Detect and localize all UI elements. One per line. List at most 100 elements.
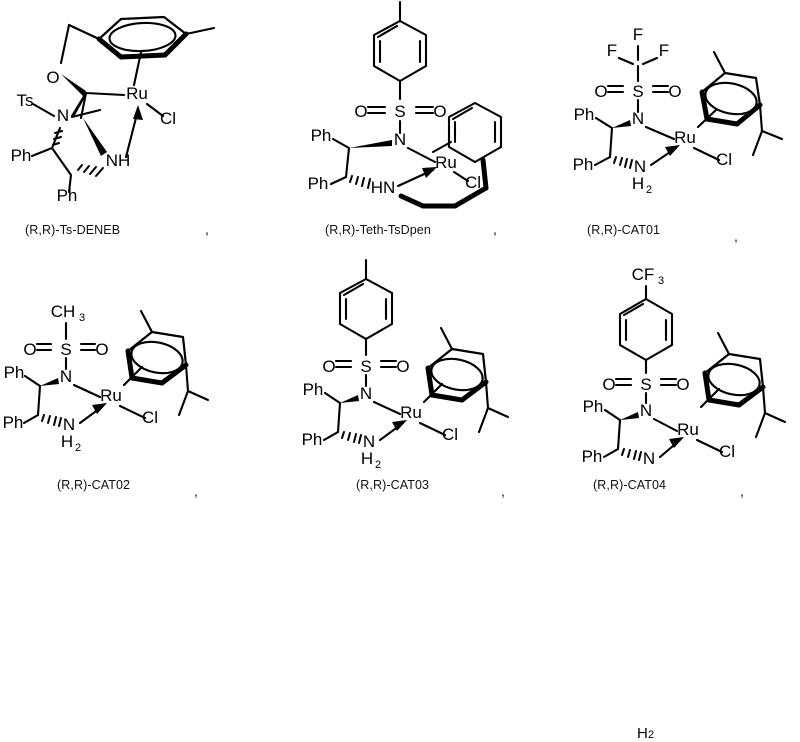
atom-label-oxygen-right: O (433, 102, 446, 121)
atom-label-chlorine: Cl (465, 173, 481, 192)
atom-label-amine-h-cat04: H (637, 725, 648, 742)
comma-separator-6: , (740, 483, 744, 499)
comma-separator-4: , (194, 483, 198, 499)
teth-tsdpen-drawing: O S O N Ph Ph HN Ru Cl (308, 0, 503, 209)
atom-label-fluorine-left: F (607, 41, 617, 60)
comma-separator-1: , (205, 221, 209, 237)
atom-label-ruthenium: Ru (677, 420, 699, 439)
atom-label-nitrogen: N (394, 130, 406, 149)
structure-cat01: F F F (550, 0, 800, 244)
atom-label-chlorine: Cl (442, 425, 458, 444)
atom-label-phenyl-2: Ph (3, 413, 24, 432)
structure-cat04: CF 3 (550, 255, 800, 742)
atom-label-amine-subscript-cat04: 2 (648, 729, 655, 741)
atom-label-sulfur: S (60, 340, 71, 359)
atom-label-oxygen-left: O (354, 102, 367, 121)
atom-label-amine-subscript: 2 (375, 459, 381, 470)
atom-label-chlorine: Cl (716, 150, 732, 169)
atom-label-amine-subscript: 2 (75, 442, 81, 454)
comma-separator-2: , (493, 221, 497, 237)
caption-teth-tsdpen: (R,R)-Teth-TsDpen (325, 223, 431, 237)
atom-label-nitrogen-sulfonamide: N (60, 367, 72, 386)
atom-label-nitrogen-amine: N (63, 415, 75, 434)
atom-label-phenyl-2: Ph (582, 447, 603, 466)
atom-label-ruthenium: Ru (126, 84, 148, 103)
atom-label-oxygen-right: O (396, 357, 409, 376)
atom-label-oxygen-left: O (602, 375, 615, 394)
atom-label-phenyl-2: Ph (573, 155, 594, 174)
atom-label-phenyl-1: Ph (4, 363, 25, 382)
atom-label-fluorine-top: F (633, 25, 643, 44)
tether-chain (398, 157, 489, 209)
atom-label-ruthenium: Ru (400, 403, 422, 422)
ts-deneb-drawing: O Ru Cl Ts N NH Ph Ph (11, 15, 216, 205)
atom-label-oxygen-right: O (676, 375, 689, 394)
atom-label-trifluoromethyl: CF (632, 265, 655, 284)
atom-label-amine-h: H (632, 174, 644, 193)
atom-label-fluorine-right: F (659, 41, 669, 60)
atom-label-nitrogen-amine: N (363, 432, 375, 451)
atom-label-ruthenium: Ru (435, 153, 457, 172)
atom-label-chlorine: Cl (160, 109, 176, 128)
structure-teth-tsdpen: O S O N Ph Ph HN Ru Cl (270, 0, 550, 237)
atom-label-amine-h: H (61, 432, 73, 451)
atom-label-oxygen-left: O (594, 82, 607, 101)
atom-label-phenyl-2: Ph (302, 430, 323, 449)
atom-label-phenyl-1: Ph (574, 105, 595, 124)
atom-label-nitrogen-sulfonamide: N (360, 384, 372, 403)
atom-label-oxygen: O (46, 68, 59, 87)
atom-label-phenyl-1: Ph (11, 146, 32, 165)
atom-label-phenyl-1: Ph (583, 397, 604, 416)
atom-label-sulfur: S (394, 102, 405, 121)
hash-wedge-nh (77, 164, 104, 177)
atom-label-phenyl-1: Ph (303, 380, 324, 399)
atom-label-nitrogen-sulfonamide: N (632, 109, 644, 128)
atom-label-nitrogen: N (57, 106, 69, 125)
cat01-drawing: F F F (573, 25, 784, 196)
atom-label-amine-h: H (361, 449, 373, 468)
atom-label-nitrogen-sulfonamide: N (640, 401, 652, 420)
atom-label-nitrogen-amine: N (643, 449, 655, 468)
atom-label-ruthenium: Ru (674, 128, 696, 147)
atom-label-oxygen-left: O (23, 340, 36, 359)
atom-label-nitrogen-amine: N (634, 157, 646, 176)
caption-ts-deneb: (R,R)-Ts-DENEB (25, 223, 121, 237)
atom-label-chlorine: Cl (719, 442, 735, 461)
atom-label-methyl-subscript: 3 (79, 312, 85, 324)
caption-cat01: (R,R)-CAT01 (587, 223, 661, 237)
caption-cat02: (R,R)-CAT02 (57, 478, 131, 492)
hash-wedge-amine (613, 156, 633, 169)
atom-label-sulfur: S (360, 357, 371, 376)
structure-ts-deneb: O Ru Cl Ts N NH Ph Ph (0, 0, 270, 237)
cat02-drawing: CH 3 (3, 302, 210, 454)
atom-label-methyl: CH (51, 302, 76, 321)
comma-separator-3: , (734, 228, 738, 244)
structure-cat03: O S O N Ph Ph Ru Cl N H 2 (270, 255, 550, 499)
atom-label-oxygen-left: O (322, 357, 335, 376)
hash-wedge-n (52, 130, 63, 146)
atom-label-phenyl-2: Ph (57, 186, 78, 205)
atom-label-oxygen-right: O (95, 340, 108, 359)
atom-label-sulfur: S (632, 82, 643, 101)
atom-label-hn: HN (371, 178, 396, 197)
atom-label-amine-subscript: 2 (646, 184, 652, 196)
atom-label-sulfur: S (640, 375, 651, 394)
structure-cat02: CH 3 (0, 255, 270, 499)
comma-separator-5: , (501, 483, 505, 499)
atom-label-phenyl-1: Ph (311, 126, 332, 145)
cat04-drawing: CF 3 (582, 265, 787, 468)
atom-label-phenyl-2: Ph (308, 174, 329, 193)
hash-wedge-amine (621, 448, 642, 461)
hash-wedge-amine (341, 431, 362, 444)
hash-wedge-amine (41, 414, 62, 427)
atom-label-ruthenium: Ru (100, 386, 122, 405)
atom-label-tosyl: Ts (17, 91, 34, 110)
caption-cat04: (R,R)-CAT04 (593, 478, 667, 492)
cat03-drawing: O S O N Ph Ph Ru Cl N H 2 (302, 258, 510, 470)
atom-label-nh: NH (106, 151, 131, 170)
hash-wedge-hn (349, 175, 371, 189)
caption-cat03: (R,R)-CAT03 (356, 478, 430, 492)
atom-label-trifluoromethyl-subscript: 3 (658, 275, 664, 287)
atom-label-oxygen-right: O (668, 82, 681, 101)
